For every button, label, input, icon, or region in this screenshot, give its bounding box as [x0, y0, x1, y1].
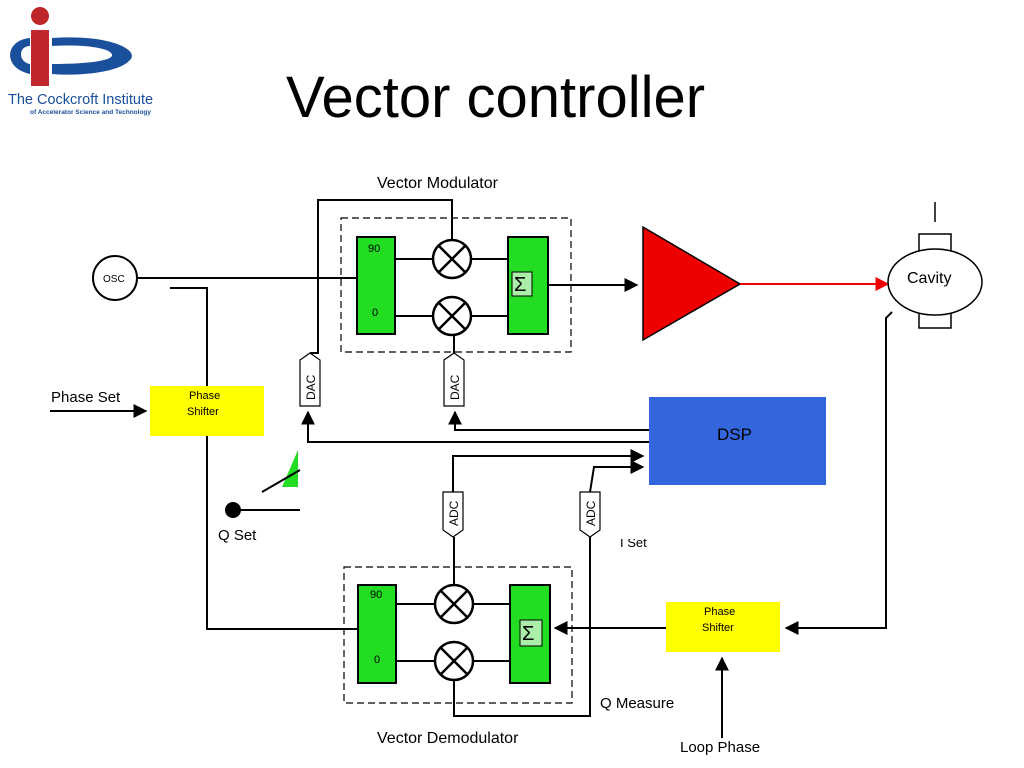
- modulator-hybrid-0: 0: [372, 307, 378, 319]
- modulator-hybrid-90: 90: [368, 243, 380, 255]
- demodulator-hybrid-0: 0: [374, 654, 380, 666]
- page-title: Vector controller: [286, 65, 706, 130]
- cavity: [887, 202, 983, 329]
- logo-dot: [31, 7, 49, 25]
- adc-left: [442, 491, 464, 538]
- rf-amplifier: [642, 225, 742, 342]
- demodulator-hybrid-90: 90: [370, 589, 382, 601]
- osc-label: OSC: [103, 274, 125, 285]
- vector-modulator-label: Vector Modulator: [377, 175, 499, 192]
- phase-shifter-upper: [150, 386, 264, 436]
- demodulator-mixer-top: [433, 583, 475, 625]
- dac-left-label: DAC: [304, 374, 318, 400]
- vector-demodulator-label: Vector Demodulator: [377, 730, 519, 747]
- adc-right-label: ADC: [584, 500, 598, 526]
- logo-stem: [31, 30, 49, 86]
- loop-phase-label: Loop Phase: [680, 739, 760, 756]
- dac-right: [443, 352, 465, 407]
- adc-left-label: ADC: [447, 500, 461, 526]
- logo-ring: [10, 37, 132, 75]
- dsp-label: DSP: [717, 425, 752, 444]
- phase-shifter-upper-label-1: Phase: [189, 390, 220, 402]
- q-set-label: Q Set: [218, 527, 257, 544]
- logo-subtitle: of Accelerator Science and Technology: [30, 109, 151, 116]
- q-set-green-wedge: [282, 450, 298, 487]
- phase-shifter-lower-label-2: Shifter: [702, 622, 734, 634]
- dac-left: [299, 352, 321, 407]
- dac-right-label: DAC: [448, 374, 462, 400]
- logo-name: The Cockcroft Institute: [8, 92, 153, 108]
- cavity-label: Cavity: [907, 270, 951, 287]
- demodulator-mixer-bottom: [433, 640, 475, 682]
- demodulator-hybrid-block: [357, 584, 397, 684]
- phase-shifter-lower: [666, 602, 780, 652]
- phase-shifter-lower-label-1: Phase: [704, 606, 735, 618]
- modulator-mixer-bottom: [431, 295, 473, 337]
- dsp-block: [649, 397, 826, 485]
- i-set-partial-label: I Set: [620, 535, 647, 550]
- q-set-node: [225, 502, 241, 518]
- demodulator-summer-block: [509, 584, 551, 684]
- phase-set-label: Phase Set: [51, 389, 121, 406]
- modulator-hybrid-block: [356, 236, 396, 335]
- cockcroft-institute-logo: The Cockcroft Institute of Accelerator S…: [8, 7, 153, 116]
- modulator-sum-symbol: Σ: [514, 274, 526, 296]
- vector-demodulator-box: [343, 566, 573, 704]
- modulator-mixer-top: [431, 238, 473, 280]
- q-measure-label: Q Measure: [600, 695, 674, 712]
- demodulator-sum-symbol: Σ: [522, 623, 534, 645]
- phase-shifter-upper-label-2: Shifter: [187, 406, 219, 418]
- adc-right: [579, 491, 601, 538]
